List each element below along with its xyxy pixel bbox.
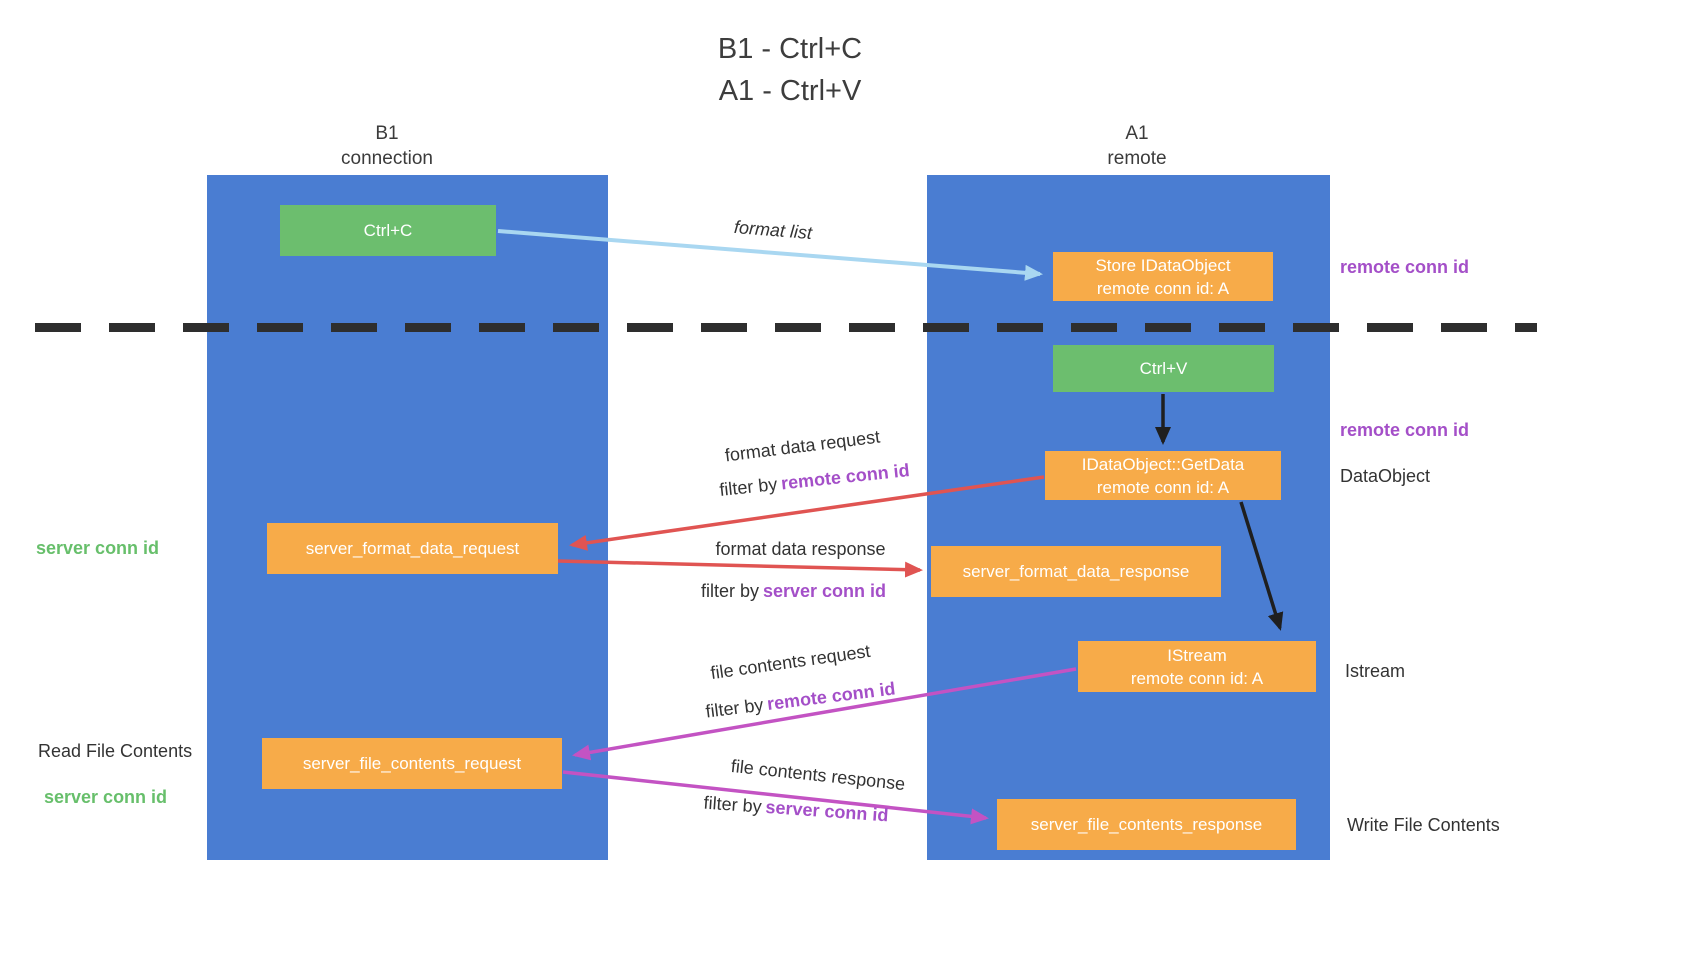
filter-key-server-conn-id-2: server conn id: [762, 581, 887, 601]
istream-line1: IStream: [1167, 645, 1227, 665]
ctrl-v-label: Ctrl+V: [1139, 359, 1188, 378]
server-file-contents-request-label: server_file_contents_request: [302, 754, 522, 773]
store-idataobject-box: Store IDataObject remote conn id: A: [1053, 252, 1273, 301]
lane-a1-name: A1: [1125, 123, 1149, 144]
lane-b1-subtitle: connection: [341, 148, 433, 169]
filter-key-remote-conn-id-1: remote conn id: [780, 460, 911, 494]
ctrl-v-box: Ctrl+V: [1053, 345, 1274, 392]
istream-side-label: Istream: [1345, 661, 1406, 681]
remote-conn-id-label-mid: remote conn id: [1340, 420, 1470, 440]
title-line-2: A1 - Ctrl+V: [718, 75, 862, 107]
server-file-contents-response-box: server_file_contents_response: [997, 799, 1296, 850]
filter-key-server-conn-id-4: server conn id: [764, 796, 890, 826]
format-data-request-label: format data request: [723, 426, 882, 466]
istream-line2: remote conn id: A: [1130, 668, 1264, 688]
filter-by-text-4: filter by: [703, 792, 763, 817]
server-file-contents-response-label: server_file_contents_response: [1030, 815, 1263, 834]
server-format-data-response-box: server_format_data_response: [931, 546, 1221, 597]
file-contents-response-label: file contents response: [729, 755, 907, 795]
istream-box: IStream remote conn id: A: [1078, 641, 1316, 692]
getdata-box: IDataObject::GetData remote conn id: A: [1045, 451, 1281, 500]
file-contents-request-label: file contents request: [709, 640, 872, 684]
filter-by-text-1: filter by: [718, 473, 779, 500]
dataobject-label: DataObject: [1340, 466, 1431, 486]
lane-a1-subtitle: remote: [1107, 148, 1167, 169]
store-idataobject-line2: remote conn id: A: [1096, 278, 1230, 298]
title-line-1: B1 - Ctrl+C: [717, 33, 863, 65]
file-contents-request-filter-label: filter byremote conn id: [693, 677, 909, 724]
write-file-contents-label: Write File Contents: [1347, 815, 1500, 835]
lane-header-b1: B1 connection: [287, 121, 487, 171]
read-file-contents-label: Read File Contents: [38, 741, 193, 761]
filter-by-text-3: filter by: [704, 694, 765, 722]
store-idataobject-line1: Store IDataObject: [1095, 255, 1231, 275]
lane-b1-name: B1: [375, 123, 399, 144]
server-file-contents-request-box: server_file_contents_request: [262, 738, 562, 789]
diagram-title: B1 - Ctrl+C A1 - Ctrl+V: [540, 28, 1040, 112]
ctrl-c-box: Ctrl+C: [280, 205, 496, 256]
format-list-label: format list: [733, 216, 813, 244]
session-divider-line: [35, 323, 1537, 332]
server-conn-id-label-bottom: server conn id: [44, 787, 168, 807]
format-data-response-label: format data response: [715, 539, 886, 559]
server-format-data-request-box: server_format_data_request: [267, 523, 558, 574]
filter-by-text-2: filter by: [700, 581, 759, 601]
filter-key-remote-conn-id-3: remote conn id: [765, 678, 897, 715]
server-format-data-request-label: server_format_data_request: [305, 539, 520, 558]
server-format-data-response-label: server_format_data_response: [962, 562, 1190, 581]
lane-header-a1: A1 remote: [1037, 121, 1237, 171]
server-conn-id-label-top: server conn id: [36, 538, 160, 558]
ctrl-c-label: Ctrl+C: [363, 221, 413, 240]
getdata-line1: IDataObject::GetData: [1081, 454, 1245, 474]
getdata-line2: remote conn id: A: [1096, 477, 1230, 497]
remote-conn-id-label-top: remote conn id: [1340, 257, 1470, 277]
arrow-format-data-response: [557, 559, 923, 578]
